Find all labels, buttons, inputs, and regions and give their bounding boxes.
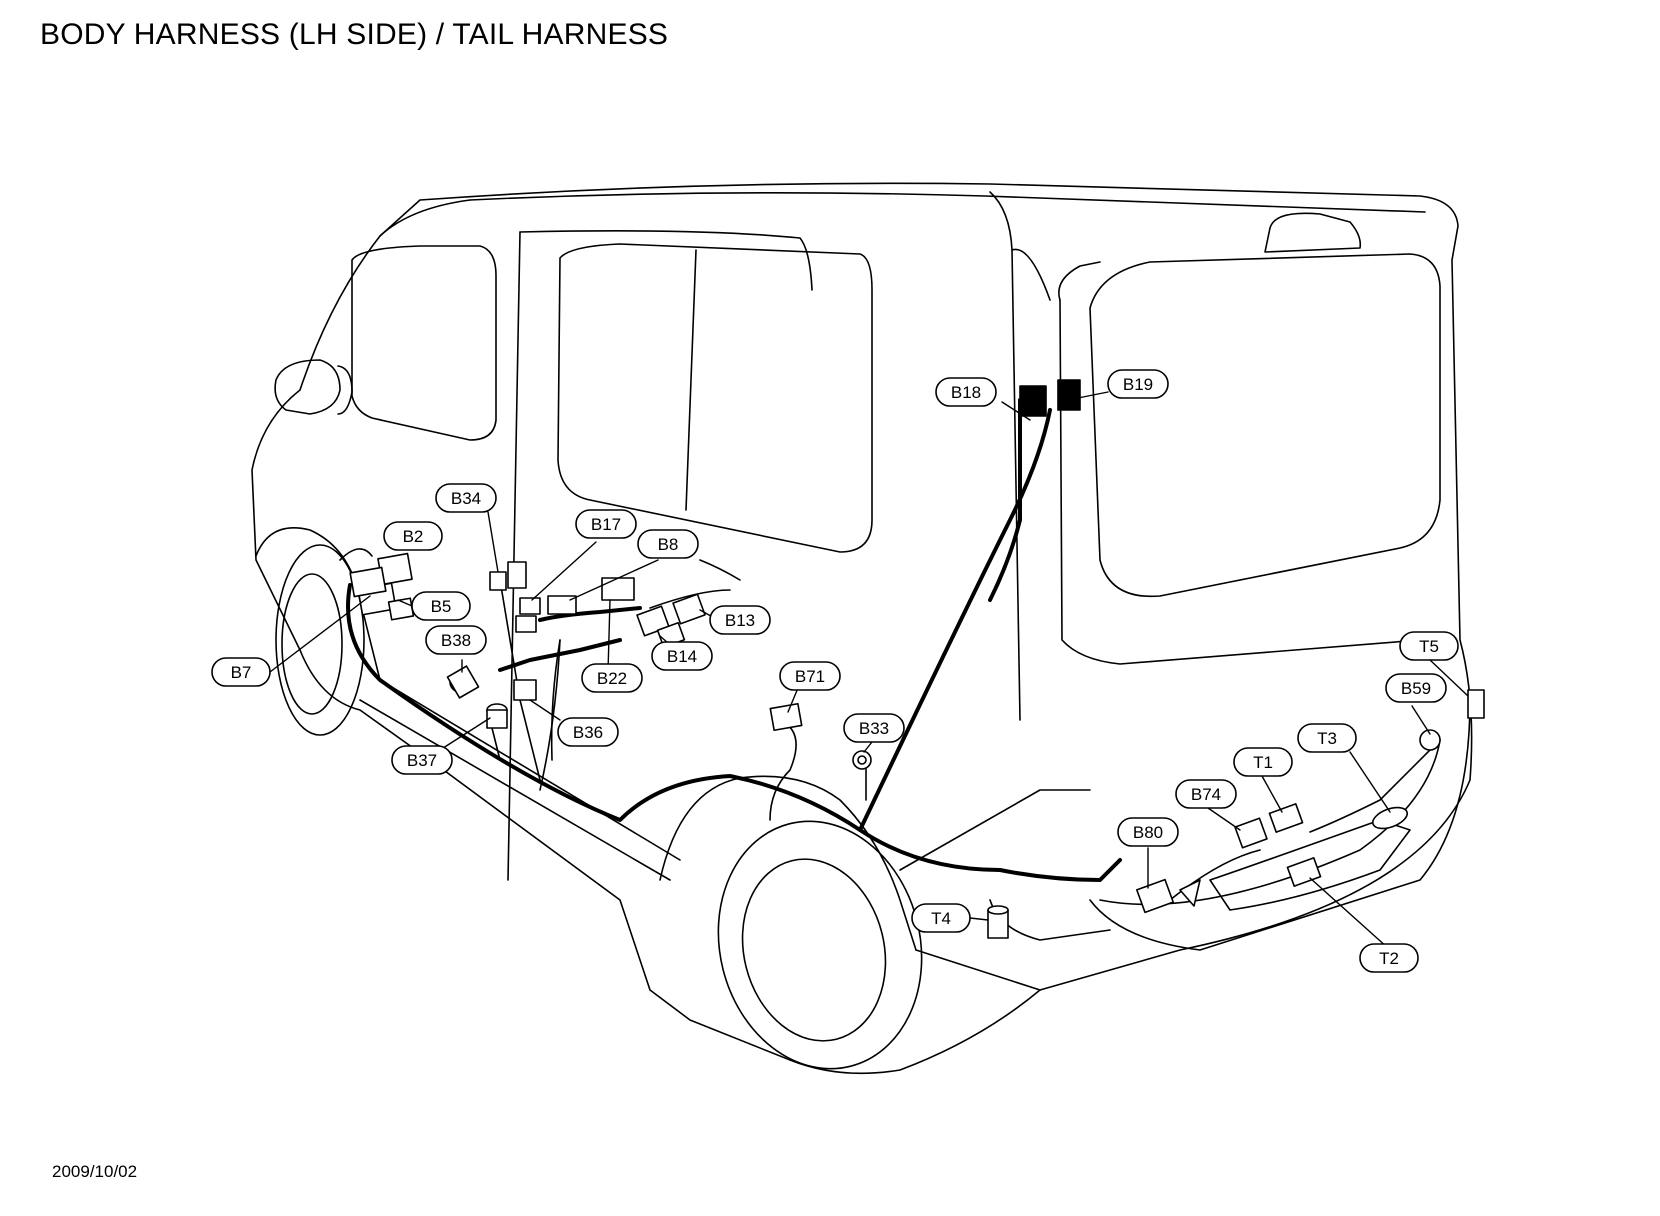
callout-b33: B33 — [843, 713, 905, 743]
callout-t3: T3 — [1297, 723, 1357, 753]
svg-text:B59: B59 — [1401, 679, 1431, 698]
connector-b59-icon — [1419, 729, 1441, 751]
svg-text:B2: B2 — [403, 527, 424, 546]
connector-b17-icon — [515, 597, 541, 633]
svg-text:B36: B36 — [573, 723, 603, 742]
svg-text:B71: B71 — [795, 667, 825, 686]
svg-text:B34: B34 — [451, 489, 481, 508]
diagram-title: BODY HARNESS (LH SIDE) / TAIL HARNESS — [40, 18, 669, 51]
svg-text:B18: B18 — [951, 383, 981, 402]
svg-text:B22: B22 — [597, 669, 627, 688]
svg-text:T2: T2 — [1379, 949, 1399, 968]
callout-b13: B13 — [709, 605, 771, 635]
svg-text:T1: T1 — [1253, 753, 1273, 772]
leader-lines — [269, 391, 1469, 949]
svg-text:B38: B38 — [441, 631, 471, 650]
callout-b5: B5 — [411, 591, 471, 621]
connector-b18-icon — [1019, 385, 1047, 417]
callout-b59: B59 — [1385, 673, 1447, 703]
thin-wires — [339, 548, 1441, 941]
connector-b74-icon — [1234, 817, 1268, 849]
connector-b33-icon — [852, 750, 872, 770]
svg-text:B13: B13 — [725, 611, 755, 630]
harness-wiring — [346, 398, 1122, 882]
connector-t2-icon — [1286, 857, 1322, 887]
connector-b36-icon — [513, 679, 537, 701]
svg-text:T3: T3 — [1317, 729, 1337, 748]
svg-text:B14: B14 — [667, 647, 697, 666]
revision-date: 2009/10/02 — [52, 1162, 138, 1181]
connector-t4-icon — [987, 905, 1009, 939]
connector-b7-icon — [349, 566, 387, 598]
callout-b71: B71 — [779, 661, 841, 691]
connectors — [349, 379, 1485, 939]
callout-b80: B80 — [1117, 817, 1179, 847]
callout-b38: B38 — [425, 625, 487, 655]
svg-text:B19: B19 — [1123, 375, 1153, 394]
svg-text:B74: B74 — [1191, 785, 1221, 804]
callout-b7: B7 — [211, 657, 271, 687]
connector-t1-icon — [1268, 803, 1304, 833]
connector-t5-icon — [1467, 689, 1485, 719]
vehicle-body-outline — [251, 182, 1473, 1075]
svg-text:B17: B17 — [591, 515, 621, 534]
callout-t2: T2 — [1359, 943, 1419, 973]
connector-b19-icon — [1057, 379, 1081, 411]
connector-t3-icon — [1372, 806, 1408, 830]
callout-b22: B22 — [581, 663, 643, 693]
svg-text:B80: B80 — [1133, 823, 1163, 842]
svg-text:B37: B37 — [407, 751, 437, 770]
svg-text:B8: B8 — [658, 535, 679, 554]
svg-text:B33: B33 — [859, 719, 889, 738]
callout-b36: B36 — [557, 717, 619, 747]
callout-b19: B19 — [1107, 369, 1169, 399]
svg-text:B7: B7 — [231, 663, 252, 682]
connector-b13-icon — [672, 593, 706, 625]
callout-b74: B74 — [1175, 779, 1237, 809]
callout-b34: B34 — [435, 483, 497, 513]
connector-b80-icon — [1136, 878, 1201, 914]
connector-b38-icon — [446, 665, 480, 699]
connector-b22-icon — [601, 577, 635, 601]
callout-b2: B2 — [383, 521, 443, 551]
callout-b17: B17 — [575, 509, 637, 539]
callout-b14: B14 — [651, 641, 713, 671]
callout-b8: B8 — [637, 529, 699, 559]
svg-text:T4: T4 — [931, 909, 951, 928]
callout-t1: T1 — [1233, 747, 1293, 777]
callout-t5: T5 — [1399, 631, 1459, 661]
svg-text:B5: B5 — [431, 597, 452, 616]
connector-b37-icon — [486, 703, 508, 729]
svg-text:T5: T5 — [1419, 637, 1439, 656]
callouts: B2 B5 B7 B34 B17 B8 B13 B14 — [211, 369, 1459, 973]
connector-b8-icon — [547, 595, 577, 615]
callout-b18: B18 — [935, 377, 997, 407]
callout-b37: B37 — [391, 745, 453, 775]
connector-b71-icon — [769, 702, 803, 732]
connector-b34-icon — [489, 561, 527, 591]
callout-t4: T4 — [911, 903, 971, 933]
